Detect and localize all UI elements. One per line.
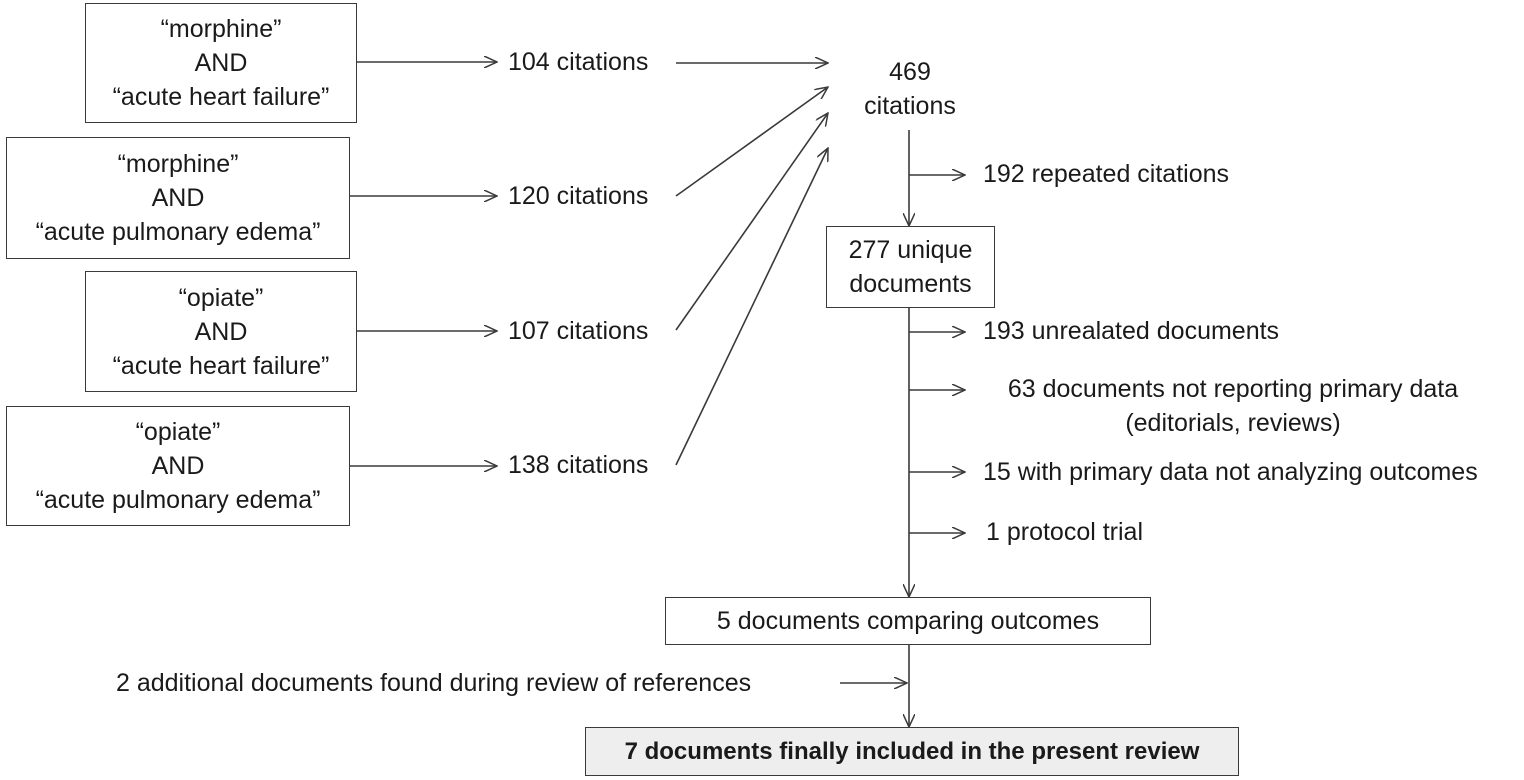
query-term-1: “morphine” [160, 15, 282, 43]
query-operator: AND [151, 452, 205, 480]
exclusion-no-outcomes: 15 with primary data not analyzing outco… [983, 458, 1478, 486]
query-operator: AND [194, 317, 248, 346]
query-box-2: “morphine” AND “acute pulmonary edema” [6, 137, 350, 259]
comparing-label: 5 documents comparing outcomes [716, 607, 1100, 635]
query-term-2: “acute pulmonary edema” [35, 218, 321, 246]
exclusion-no-primary-line-2: (editorials, reviews) [1125, 409, 1341, 437]
unique-line-2: documents [849, 270, 972, 298]
citation-count-3: 107 citations [508, 317, 649, 345]
unique-documents-box: 277 unique documents [826, 226, 995, 308]
comparing-outcomes-box: 5 documents comparing outcomes [665, 597, 1151, 645]
exclusion-unrelated: 193 unrealated documents [983, 317, 1280, 345]
final-included-box: 7 documents finally included in the pres… [585, 727, 1239, 776]
query-operator: AND [151, 184, 205, 212]
query-box-3: “opiate” AND “acute heart failure” [85, 271, 357, 392]
query-term-1: “opiate” [135, 418, 221, 446]
query-operator: AND [194, 49, 248, 77]
final-label: 7 documents finally included in the pres… [624, 737, 1200, 765]
query-term-1: “morphine” [117, 150, 239, 178]
arrow-citations-3 [675, 113, 828, 331]
citation-count-2: 120 citations [508, 182, 649, 210]
exclusion-no-primary-line-1: 63 documents not reporting primary data [1007, 375, 1459, 403]
citation-count-1: 104 citations [508, 48, 649, 76]
repeated-citations: 192 repeated citations [983, 160, 1230, 188]
unique-line-1: 277 unique [848, 236, 973, 264]
citation-count-4: 138 citations [508, 451, 649, 479]
query-term-2: “acute heart failure” [112, 83, 330, 111]
arrow-citations-2 [675, 87, 828, 197]
exclusion-protocol: 1 protocol trial [986, 518, 1144, 546]
query-term-1: “opiate” [178, 283, 264, 312]
arrow-citations-4 [675, 148, 828, 466]
total-citations: 469 citations [840, 55, 980, 123]
query-box-1: “morphine” AND “acute heart failure” [85, 3, 357, 123]
query-term-2: “acute pulmonary edema” [35, 486, 321, 514]
total-unit: citations [864, 92, 956, 120]
query-box-4: “opiate” AND “acute pulmonary edema” [6, 406, 350, 526]
total-count: 469 [889, 58, 931, 86]
query-term-2: “acute heart failure” [112, 351, 330, 380]
additional-documents: 2 additional documents found during revi… [116, 669, 752, 697]
exclusion-no-primary-data: 63 documents not reporting primary data … [978, 372, 1488, 440]
